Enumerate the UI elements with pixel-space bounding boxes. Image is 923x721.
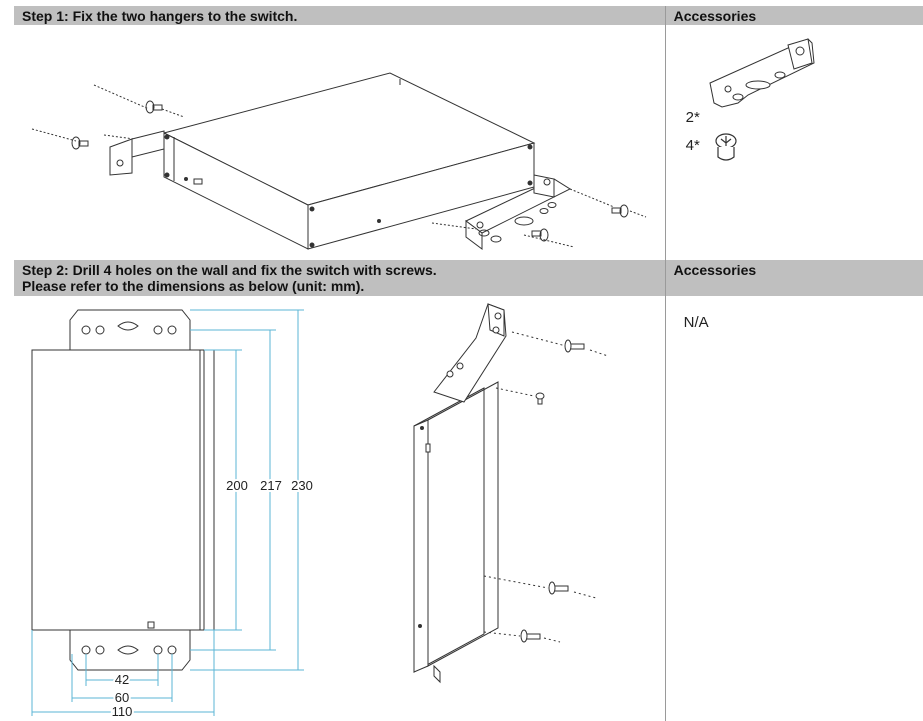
screw-icon <box>71 136 89 150</box>
step1-heading: Step 1: Fix the two hangers to the switc… <box>14 6 666 25</box>
screw-icon <box>145 100 163 114</box>
step2-accessories-value: N/A <box>683 314 709 331</box>
screw-icon <box>715 133 737 161</box>
step1-switch-hanger-illustration <box>31 72 647 250</box>
step2-heading: Step 2: Drill 4 holes on the wall and fi… <box>14 260 666 296</box>
screw-icon <box>611 204 629 218</box>
dim-width-60: 60 <box>115 690 129 705</box>
hanger-quantity: 2* <box>685 109 700 126</box>
screw-icon <box>548 581 569 595</box>
step2-accessories-heading: Accessories <box>665 260 923 296</box>
hanger-bracket-icon <box>709 38 815 108</box>
step1-accessories-heading: Accessories <box>665 6 923 25</box>
step2-illustration-cell: 200 217 230 42 60 110 <box>14 296 666 721</box>
dim-width-110: 110 <box>112 704 133 716</box>
dim-height-217: 217 <box>260 478 282 493</box>
dim-height-230: 230 <box>291 478 313 493</box>
step2-accessories-cell: N/A <box>665 296 923 721</box>
screw-quantity: 4* <box>685 137 700 154</box>
step2-heading-line2: Please refer to the dimensions as below … <box>22 278 365 294</box>
step1-illustration-cell <box>14 25 666 260</box>
screw-icon <box>520 629 541 643</box>
step2-heading-line1: Step 2: Drill 4 holes on the wall and fi… <box>22 262 437 278</box>
screw-icon <box>535 392 545 405</box>
installation-table: Step 1: Fix the two hangers to the switc… <box>14 6 923 721</box>
step1-accessories-cell: 2* 4* <box>665 25 923 260</box>
dim-width-42: 42 <box>115 672 129 687</box>
step2-dimension-drawing: 200 217 230 42 60 110 <box>31 303 609 721</box>
dim-height-200: 200 <box>226 478 248 493</box>
screw-icon <box>564 339 585 353</box>
screw-icon <box>531 228 549 242</box>
